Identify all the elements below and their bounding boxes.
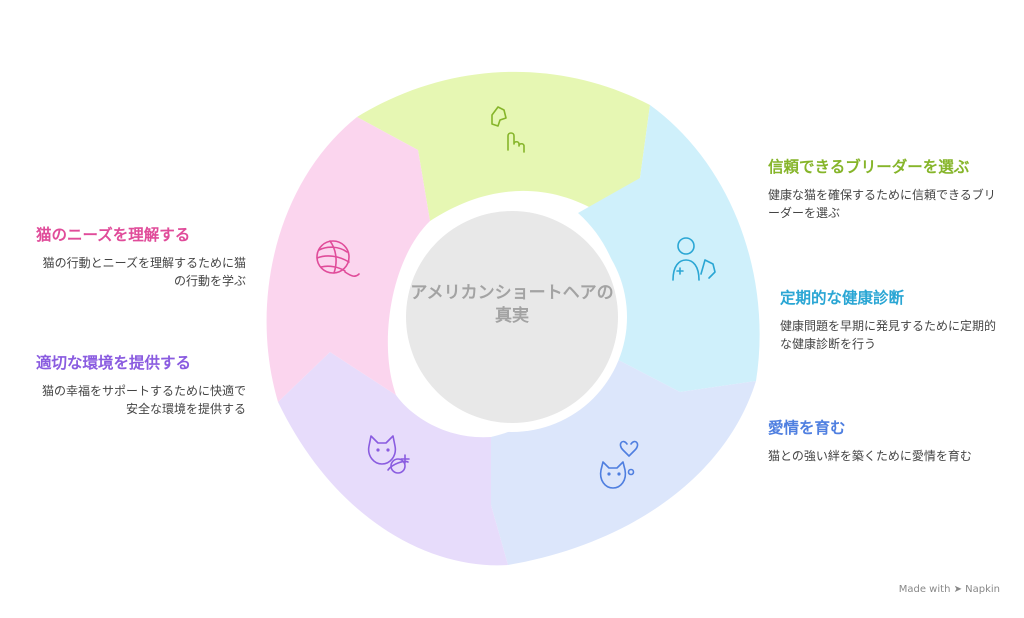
label-title: 適切な環境を提供する xyxy=(36,354,192,372)
made-with-napkin[interactable]: Made with ➤ Napkin xyxy=(898,584,1000,595)
label-desc: 健康な猫を確保するために信頼できるブリーダーを選ぶ xyxy=(768,188,996,220)
label-provide-environment: 適切な環境を提供する 猫の幸福をサポートするために快適で安全な環境を提供する xyxy=(36,352,246,418)
label-desc: 猫の幸福をサポートするために快適で安全な環境を提供する xyxy=(41,384,246,416)
diagram-title: アメリカンショートヘアの真実 xyxy=(410,283,614,326)
label-desc: 健康問題を早期に発見するために定期的な健康診断を行う xyxy=(780,319,997,351)
segment-top xyxy=(357,71,650,221)
label-health-checkup: 定期的な健康診断 健康問題を早期に発見するために定期的な健康診断を行う xyxy=(780,287,1005,353)
dog-hand-icon xyxy=(491,106,525,153)
label-desc: 猫との強い絆を築くために愛情を育む xyxy=(768,449,972,463)
cat-heart-icon xyxy=(599,440,639,489)
label-title: 猫のニーズを理解する xyxy=(36,226,191,244)
yarn-ball-icon xyxy=(316,240,360,277)
label-title: 信頼できるブリーダーを選ぶ xyxy=(768,158,970,176)
label-choose-breeder: 信頼できるブリーダーを選ぶ 健康な猫を確保するために信頼できるブリーダーを選ぶ xyxy=(768,156,998,222)
label-title: 愛情を育む xyxy=(768,419,846,437)
cat-planet-icon xyxy=(367,435,410,474)
label-understand-needs: 猫のニーズを理解する 猫の行動とニーズを理解するために猫の行動を学ぶ xyxy=(36,224,246,290)
label-desc: 猫の行動とニーズを理解するために猫の行動を学ぶ xyxy=(42,256,246,288)
vet-icon xyxy=(672,237,716,281)
center-circle xyxy=(406,211,618,423)
label-nurture-love: 愛情を育む 猫との強い絆を築くために愛情を育む xyxy=(768,417,988,465)
label-title: 定期的な健康診断 xyxy=(780,289,905,307)
